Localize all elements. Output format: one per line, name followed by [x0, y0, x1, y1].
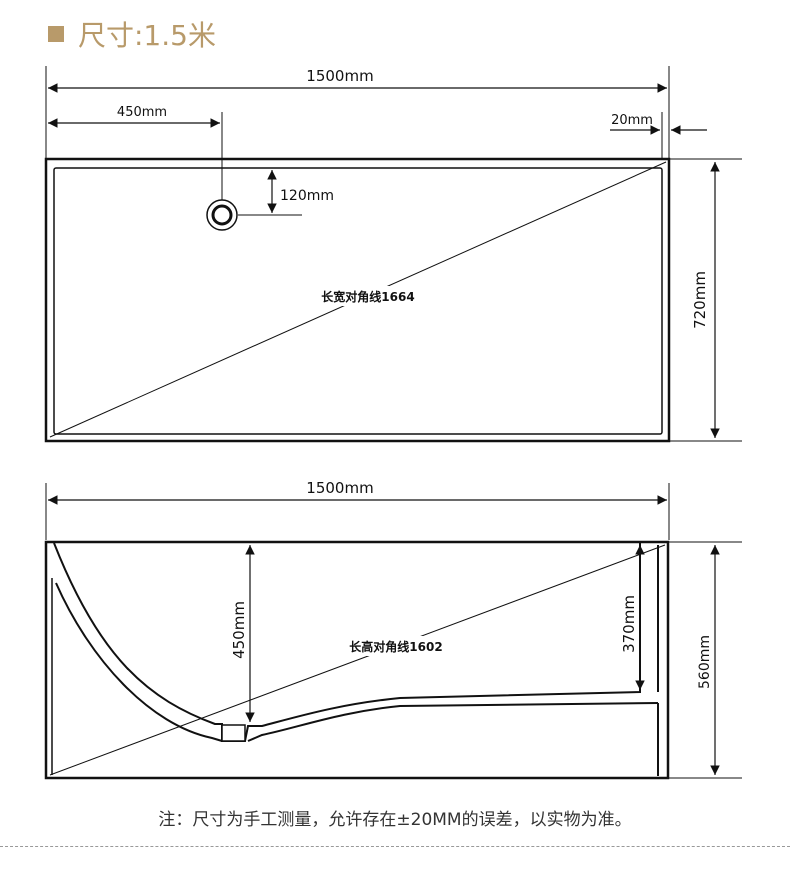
diagonal-label: 长高对角线1602	[349, 639, 442, 654]
width-label: 1500mm	[306, 479, 373, 497]
height-label: 720mm	[691, 271, 709, 329]
tub-inner-outline	[53, 167, 663, 435]
basin-profile-inner	[55, 582, 659, 742]
diagonal-label-bg	[314, 286, 422, 306]
tub-outer-outline	[44, 157, 671, 443]
diagonal-label: 长宽对角线1664	[321, 289, 414, 304]
tub-side-outline	[44, 540, 670, 780]
height-label: 560mm	[697, 635, 713, 689]
rim-label: 20mm	[611, 113, 653, 128]
footer-note: 注：尺寸为手工测量，允许存在±20MM的误差，以实物为准。	[158, 810, 632, 830]
title-text: 尺寸:1.5米	[78, 19, 216, 52]
right-depth-label: 370mm	[620, 595, 638, 653]
diagonal-line	[49, 544, 666, 776]
drain-outlet-icon	[221, 724, 246, 742]
page-title: 尺寸:1.5米	[48, 14, 216, 54]
side-view: 1500mm 长高对角线1602 450mm 370mm 560mm	[44, 479, 742, 780]
diagonal-label-bg	[342, 636, 450, 656]
width-label: 1500mm	[306, 67, 373, 85]
drain-depth-label: 120mm	[280, 188, 334, 204]
square-bullet-icon	[48, 26, 64, 42]
left-depth-label: 450mm	[230, 601, 248, 659]
drain-inner-ring-icon	[211, 204, 233, 226]
top-view: 1500mm 450mm 20mm 长宽对角线1664 120mm 720mm	[44, 66, 742, 443]
dashed-divider	[0, 846, 790, 847]
basin-profile-outer	[53, 542, 641, 742]
drain-offset-label: 450mm	[117, 105, 167, 120]
